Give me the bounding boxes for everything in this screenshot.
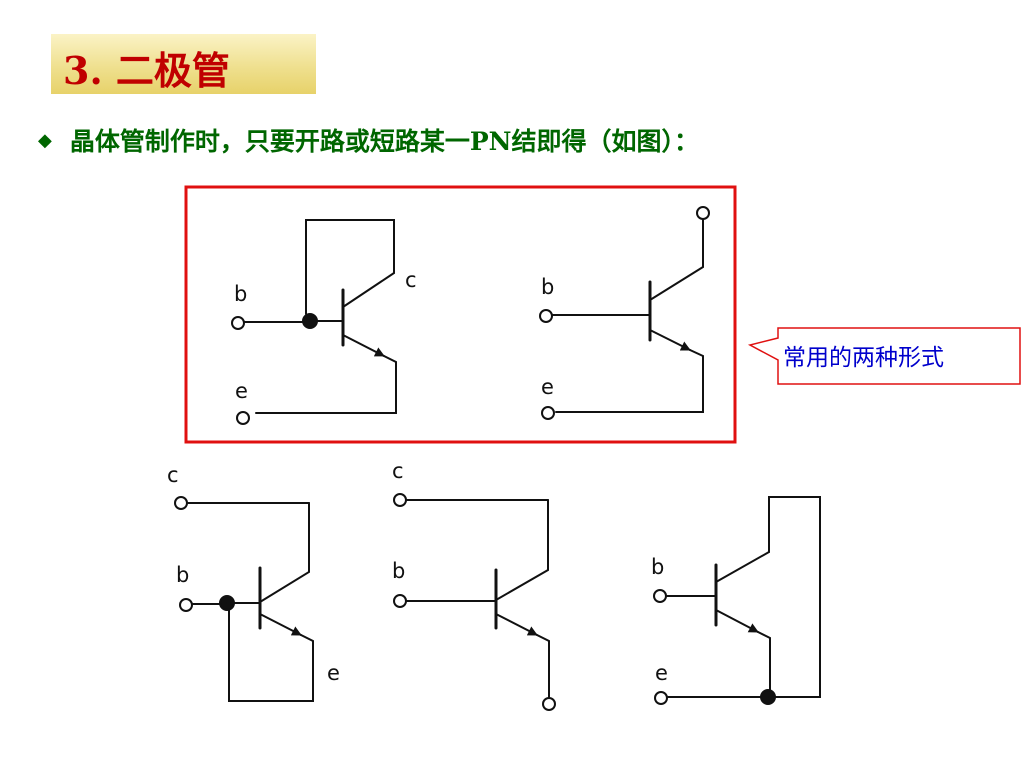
transistor-ce-shorted — [653, 496, 821, 705]
transistor-bc-open-collector — [393, 493, 556, 711]
label-e-1: e — [235, 379, 248, 403]
terminal-labels: b c e b e c b e c b b e — [167, 268, 668, 685]
callout-text: 常用的两种形式 — [783, 345, 944, 371]
label-b-4: b — [392, 559, 405, 583]
label-b-5: b — [651, 555, 664, 579]
slide-title: 3. 二极管 — [63, 48, 230, 93]
highlight-frame — [184, 185, 737, 444]
label-c-3: c — [167, 463, 179, 487]
label-c-4: c — [392, 459, 404, 483]
transistor-be-shorted — [174, 496, 314, 702]
label-e-3: e — [327, 661, 340, 685]
label-b-3: b — [176, 563, 189, 587]
bullet-text: 晶体管制作时，只要开路或短路某一PN结即得（如图）： — [69, 127, 699, 156]
transistor-cb-shorted — [231, 219, 397, 425]
diamond-bullet-icon: ◆ — [38, 129, 52, 151]
title-box: 3. 二极管 — [51, 34, 316, 94]
bullet-line: ◆ 晶体管制作时，只要开路或短路某一PN结即得（如图）： — [38, 120, 699, 160]
label-e-2: e — [541, 375, 554, 399]
callout: 常用的两种形式 — [747, 327, 1021, 385]
label-c-1: c — [405, 268, 417, 292]
label-e-5: e — [655, 661, 668, 685]
transistor-c-open — [539, 206, 710, 420]
label-b-2: b — [541, 275, 554, 299]
label-b-1: b — [234, 282, 247, 306]
